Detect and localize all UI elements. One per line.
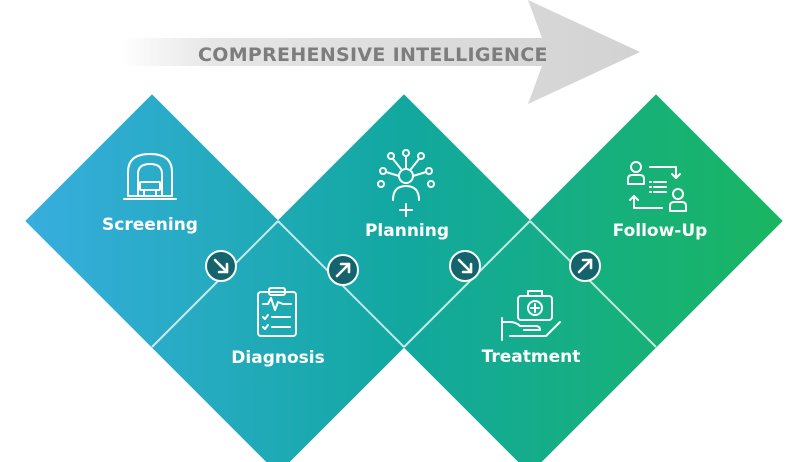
stage-screening: Screening	[102, 153, 198, 235]
stage-label: Follow-Up	[613, 221, 708, 241]
stage-label: Diagnosis	[231, 348, 324, 368]
arrow-down-right-icon	[213, 258, 229, 274]
stage-label: Screening	[102, 215, 198, 235]
people-exchange-icon	[627, 161, 687, 212]
medical-kit-hand-icon	[501, 290, 561, 341]
stage-diagnosis: Diagnosis	[231, 287, 325, 368]
connector-badge-4	[569, 250, 601, 282]
stage-planning: Planning	[365, 149, 449, 241]
mri-scanner-icon	[123, 153, 177, 200]
stage-follow-up: Follow-Up	[613, 161, 708, 241]
stage-treatment: Treatment	[482, 290, 581, 367]
person-network-icon	[377, 149, 435, 217]
connector-badge-1	[205, 250, 237, 282]
arrow-up-right-icon	[335, 262, 351, 278]
connector-badge-2	[327, 254, 359, 286]
arrow-up-right-icon	[577, 258, 593, 274]
banner-arrow: COMPREHENSIVE INTELLIGENCE	[118, 0, 640, 104]
clipboard-checklist-icon	[257, 287, 297, 337]
banner-title: COMPREHENSIVE INTELLIGENCE	[198, 44, 548, 66]
connector-badge-3	[449, 250, 481, 282]
stage-label: Planning	[365, 221, 449, 241]
stage-label: Treatment	[482, 347, 581, 367]
arrow-down-right-icon	[457, 258, 473, 274]
